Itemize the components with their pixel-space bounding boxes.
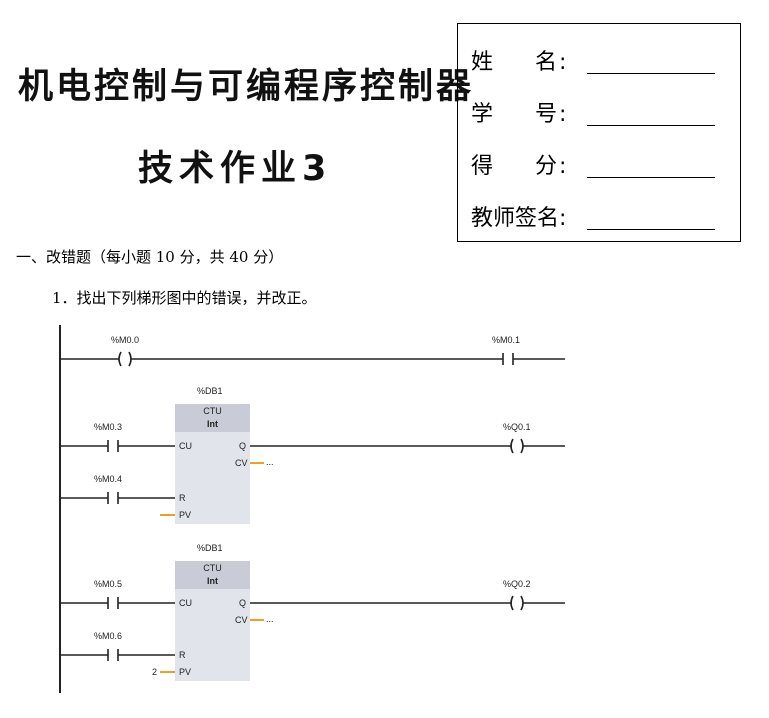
counter1-pin-r: R bbox=[179, 493, 186, 503]
score-field-line[interactable] bbox=[587, 177, 715, 178]
counter1-datatype: Int bbox=[207, 419, 218, 429]
counter1-output-coil-right bbox=[520, 438, 524, 454]
name-label-colon: : bbox=[559, 50, 567, 75]
counter2-output-label: %Q0.2 bbox=[503, 579, 531, 589]
counter2-cu-contact-label: %M0.5 bbox=[94, 579, 122, 589]
counter2-pin-q: Q bbox=[239, 598, 246, 608]
name-row: 姓名: bbox=[471, 44, 715, 76]
student-id-label: 学号 bbox=[471, 102, 600, 127]
counter1-type: CTU bbox=[203, 406, 222, 416]
student-id-field-line[interactable] bbox=[587, 125, 715, 126]
counter2-pin-pv: PV bbox=[179, 667, 191, 677]
counter1-pin-pv: PV bbox=[179, 510, 191, 520]
counter2-db-label: %DB1 bbox=[197, 543, 223, 553]
counter2-pin-cv: CV bbox=[235, 615, 248, 625]
counter1-pin-q: Q bbox=[239, 441, 246, 451]
document-title-line2: 技术作业3 bbox=[138, 149, 333, 189]
counter2-datatype: Int bbox=[207, 576, 218, 586]
name-label: 姓名 bbox=[471, 50, 600, 75]
counter1-block-header bbox=[175, 404, 250, 432]
counter2-r-contact-label: %M0.6 bbox=[94, 631, 122, 641]
teacher-sign-field-line[interactable] bbox=[587, 229, 715, 230]
counter1-output-coil-left bbox=[510, 438, 514, 454]
teacher-sign-label: 教师签名: bbox=[471, 206, 567, 231]
counter2-output-coil-left bbox=[510, 595, 514, 611]
counter2-output-coil-right bbox=[520, 595, 524, 611]
counter1-db-label: %DB1 bbox=[197, 386, 223, 396]
counter2-type: CTU bbox=[203, 563, 222, 573]
student-id-label-colon: : bbox=[559, 102, 567, 127]
rung1-input-coil-right bbox=[128, 351, 132, 367]
rung1-input-coil-left bbox=[118, 351, 122, 367]
document-title-line1: 机电控制与可编程序控制器 bbox=[18, 67, 475, 107]
rung1-input-label: %M0.0 bbox=[111, 335, 139, 345]
counter2-pv-value: 2 bbox=[152, 667, 157, 677]
counter2-cv-value: ... bbox=[266, 614, 274, 624]
section-heading: 一、改错题（每小题 10 分，共 40 分） bbox=[16, 248, 284, 266]
counter2-pin-r: R bbox=[179, 650, 186, 660]
score-label: 得分 bbox=[471, 154, 600, 179]
rung1-output-label: %M0.1 bbox=[492, 335, 520, 345]
score-row: 得分: bbox=[471, 148, 715, 180]
score-label-colon: : bbox=[559, 154, 567, 179]
counter1-r-contact-label: %M0.4 bbox=[94, 474, 122, 484]
counter2-pin-cu: CU bbox=[179, 598, 192, 608]
student-info-box: 姓名: 学号: 得分: 教师签名: bbox=[457, 23, 741, 242]
counter1-cu-contact-label: %M0.3 bbox=[94, 422, 122, 432]
student-id-row: 学号: bbox=[471, 96, 715, 128]
counter1-cv-value: ... bbox=[266, 457, 274, 467]
question-1-text: 1．找出下列梯形图中的错误，并改正。 bbox=[52, 289, 317, 307]
teacher-row: 教师签名: bbox=[471, 200, 715, 232]
counter2-block-header bbox=[175, 561, 250, 589]
counter1-pin-cu: CU bbox=[179, 441, 192, 451]
counter1-output-label: %Q0.1 bbox=[503, 422, 531, 432]
name-field-line[interactable] bbox=[587, 73, 715, 74]
counter1-pin-cv: CV bbox=[235, 458, 248, 468]
